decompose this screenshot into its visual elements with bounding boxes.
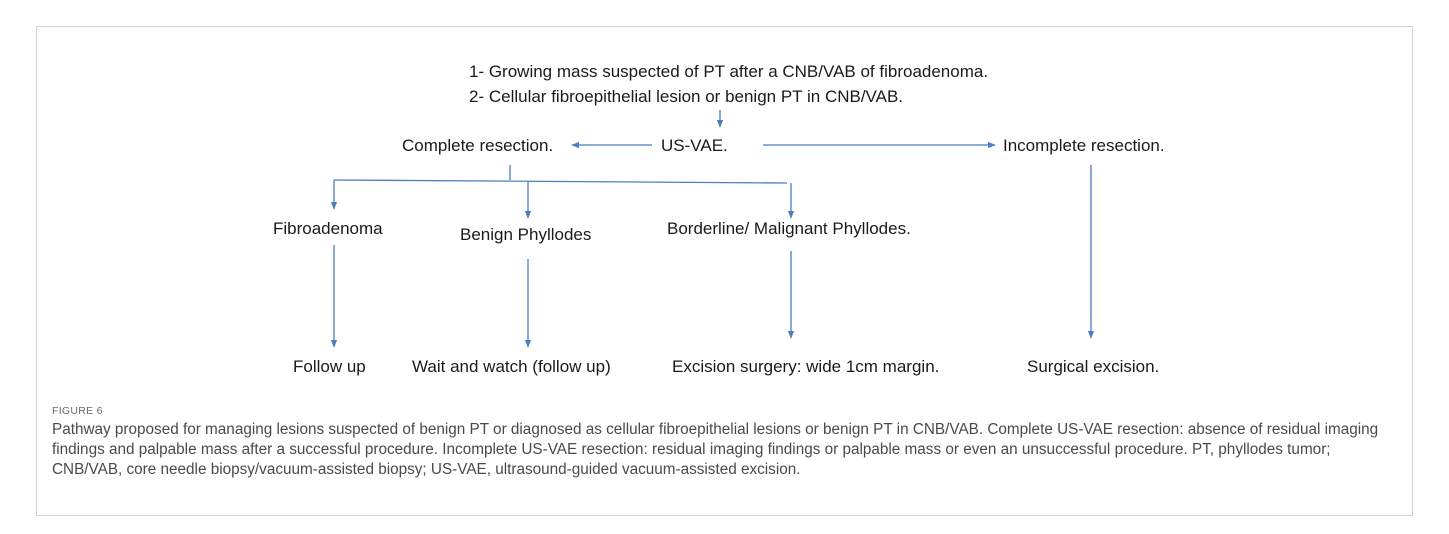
node-wait-and-watch: Wait and watch (follow up)	[412, 357, 611, 376]
node-surgical-excision: Surgical excision.	[1027, 357, 1159, 376]
figure-label: FIGURE 6	[52, 405, 103, 417]
node-follow-up: Follow up	[293, 357, 366, 376]
node-start-line2: 2- Cellular fibroepithelial lesion or be…	[469, 87, 903, 106]
node-incomplete-resection: Incomplete resection.	[1003, 136, 1165, 155]
node-start-line1: 1- Growing mass suspected of PT after a …	[469, 62, 988, 81]
node-borderline-malignant: Borderline/ Malignant Phyllodes.	[667, 219, 911, 238]
figure-caption: Pathway proposed for managing lesions su…	[52, 421, 1379, 478]
node-excision-surgery: Excision surgery: wide 1cm margin.	[672, 357, 939, 376]
node-usvae: US-VAE.	[661, 136, 728, 155]
frame-bottom-mask	[0, 516, 1449, 534]
node-benign-phyllodes: Benign Phyllodes	[460, 225, 591, 244]
edge-branch-bar	[333, 179, 788, 184]
node-fibroadenoma: Fibroadenoma	[273, 219, 383, 238]
figure-frame	[36, 26, 1413, 516]
node-complete-resection: Complete resection.	[402, 136, 553, 155]
